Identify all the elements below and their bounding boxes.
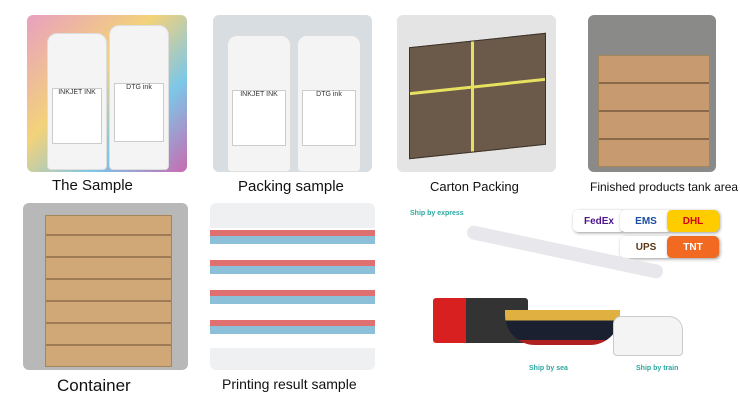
- van-image: [613, 316, 683, 356]
- bottle-image: INKJET INK: [47, 33, 107, 170]
- bottle-image: INKJET INK: [227, 35, 291, 172]
- carton-box: [409, 32, 546, 160]
- caption-sample: The Sample: [52, 177, 133, 194]
- bottle-label: INKJET INK: [232, 90, 286, 146]
- container-photo: [23, 203, 188, 370]
- printing-photo: [210, 203, 375, 370]
- fedex-logo: FedEx: [573, 210, 625, 232]
- finished-photo: [588, 15, 716, 172]
- caption-container: Container: [57, 376, 131, 395]
- caption-carton: Carton Packing: [430, 179, 519, 194]
- ship-by-train-label: Ship by train: [636, 365, 679, 372]
- tnt-logo: TNT: [667, 236, 719, 258]
- shipping-photo: Ship by express FedEx EMS DHL UPS TNT Sh…: [405, 200, 730, 380]
- bottle-label: INKJET INK: [52, 88, 102, 144]
- ems-logo: EMS: [620, 210, 672, 232]
- caption-finished: Finished products tank area: [590, 180, 739, 194]
- ship-image: [505, 310, 620, 345]
- bottle-label: DTG ink: [302, 90, 356, 146]
- carton-photo: [397, 15, 556, 172]
- ship-by-sea-label: Ship by sea: [529, 365, 568, 372]
- ups-logo: UPS: [620, 236, 672, 258]
- ship-by-express-label: Ship by express: [410, 210, 464, 217]
- bottle-image: DTG ink: [109, 25, 169, 170]
- bottle-image: DTG ink: [297, 35, 361, 172]
- dhl-logo: DHL: [667, 210, 719, 232]
- bottle-label: DTG ink: [114, 83, 164, 143]
- caption-printing: Printing result sample: [222, 376, 357, 392]
- packing-photo: INKJET INK DTG ink: [213, 15, 372, 172]
- sample-photo: INKJET INK DTG ink: [27, 15, 187, 172]
- caption-packing: Packing sample: [238, 178, 344, 195]
